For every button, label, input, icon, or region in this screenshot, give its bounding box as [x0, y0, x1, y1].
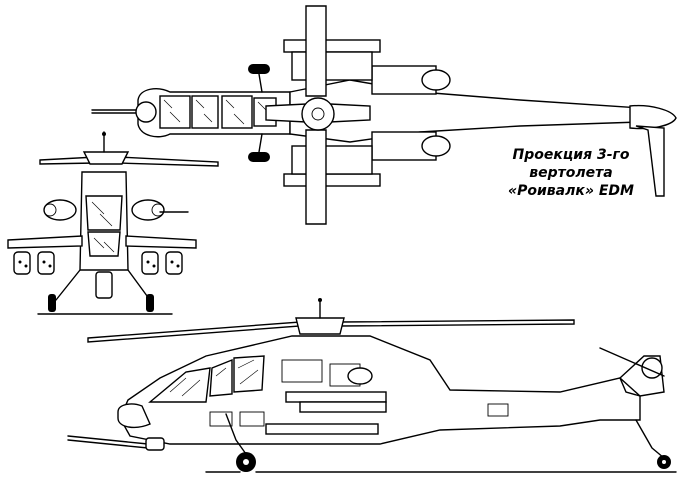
side-main-gear-strut [225, 413, 247, 455]
side-rotor-blade-front [87, 321, 301, 343]
front-view [7, 131, 219, 315]
top-rotor-blade-1 [305, 5, 327, 97]
top-canopy [159, 95, 277, 129]
front-rotor-blade-right [117, 156, 219, 167]
top-nose-sensor [135, 101, 157, 123]
side-weapon-rail [265, 423, 379, 435]
top-wheel-left [248, 64, 270, 74]
side-tail-gear-strut [635, 419, 665, 459]
side-stub-wing [285, 391, 387, 403]
top-tail-fin [629, 104, 677, 130]
figure-caption: Проекция 3-го вертолета «Роивалк» EDM [496, 146, 646, 200]
front-wheel-right [146, 294, 154, 312]
front-wing-left [7, 235, 83, 249]
front-rotor-hub [82, 151, 130, 165]
side-gun-barrel [67, 435, 149, 445]
side-rotor-hub [295, 317, 345, 335]
top-rotor-blade-2 [305, 129, 327, 225]
top-rotor-hub [301, 97, 335, 131]
side-canopy [148, 355, 265, 403]
front-wheel-left [48, 294, 56, 312]
front-canopy-upper [85, 195, 123, 231]
front-engine-left [43, 199, 77, 221]
front-wing-right [125, 235, 197, 249]
top-wing-right [283, 173, 381, 187]
caption-line-2: вертолета [529, 165, 613, 181]
caption-line-3: «Роивалк» EDM [508, 183, 634, 199]
side-engine-intake [281, 359, 323, 383]
side-gun-turret [145, 437, 165, 451]
side-rotor-blade-rear [339, 319, 575, 327]
front-weapon-pods [13, 251, 183, 275]
top-view [91, 5, 677, 225]
front-engine-right [131, 199, 165, 221]
top-wing-left [283, 39, 381, 53]
front-canopy-lower [87, 231, 121, 257]
side-view [67, 298, 677, 473]
top-horizontal-stabilizer [635, 125, 665, 197]
side-tail-rotor-blade [599, 347, 665, 377]
side-nose-sensor [117, 403, 151, 429]
caption-line-1: Проекция 3-го [512, 147, 630, 163]
top-wheel-right [248, 152, 270, 162]
